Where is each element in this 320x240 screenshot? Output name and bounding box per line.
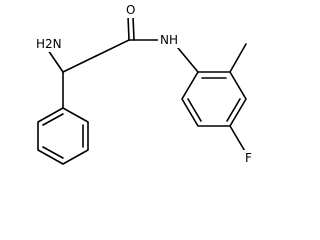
fluoro-methyl-ring [181, 71, 247, 127]
aryl-inner-3 [187, 98, 202, 122]
carbonyl-oxygen-label: O [126, 3, 135, 17]
bond-nh-aryl [177, 47, 199, 73]
phenyl-inner-2 [42, 146, 64, 159]
structure-canvas: H2N O NH F [36, 2, 257, 166]
fluorine-label: F [245, 151, 252, 165]
chemical-structure-diagram: H2N O NH F [36, 2, 257, 166]
bond-aryl-fluorine [229, 125, 247, 154]
fluorine-label-bg [243, 150, 257, 166]
amine-label: H2N [36, 37, 62, 51]
amide-nitrogen-label: NH [160, 33, 178, 47]
nh-label-bg [158, 32, 182, 48]
bond-co-double-1 [127, 15, 130, 41]
bond-c-nh2 [47, 49, 64, 73]
atom-labels-group: H2N O NH F [36, 2, 257, 166]
bond-ch2-co [95, 39, 130, 57]
bond-co-double-2 [132, 15, 135, 41]
phenyl-ring [37, 107, 89, 165]
oxygen-label-bg [124, 2, 138, 18]
bond-c-ch2 [62, 55, 97, 73]
aryl-inner-2 [226, 98, 241, 122]
bonds-group [37, 15, 247, 165]
bond-aryl-methyl [229, 43, 247, 73]
amine-label-bg [36, 36, 60, 52]
phenyl-inner-1 [42, 113, 64, 126]
